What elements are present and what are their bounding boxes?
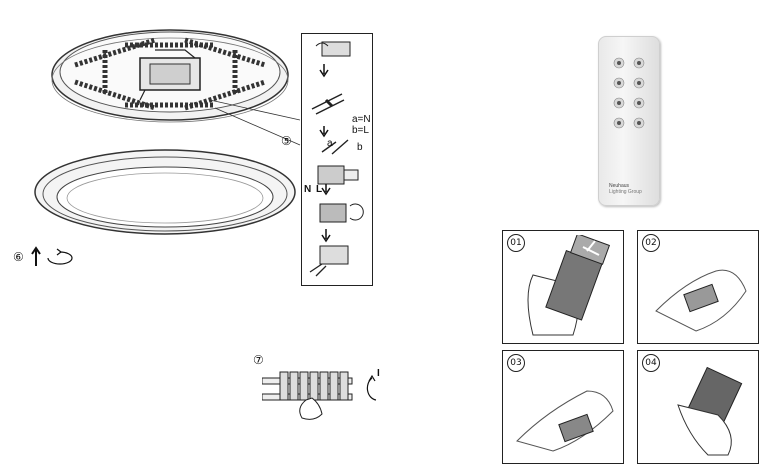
- wiring-sequence-illustration: [309, 41, 364, 277]
- wiring-label-l: L: [316, 184, 323, 195]
- battery-step-03: 03: [502, 350, 624, 464]
- remote-control: Neuhaus Lighting Group: [598, 36, 660, 206]
- circuit-breaker-illustration: [262, 371, 353, 420]
- fixture-diffuser-illustration: [34, 149, 296, 235]
- remote-back-hand-illustration: [527, 235, 611, 336]
- fixture-top-illustration: [51, 29, 289, 123]
- battery-cover-close-illustration: [516, 390, 614, 452]
- wiring-label-bl: b=L: [352, 125, 369, 136]
- wiring-label-n: N: [304, 184, 312, 195]
- battery-step-02: 02: [637, 230, 759, 344]
- remote-brand-sub: Lighting Group: [609, 189, 642, 195]
- step-7-label: ⑦: [253, 353, 264, 367]
- leader-lines: [209, 99, 301, 146]
- switch-on-label: I: [377, 368, 380, 379]
- remote-ready-hand-illustration: [677, 366, 743, 456]
- battery-insert-hand-illustration: [655, 269, 747, 332]
- wiring-steps-panel: a=N b=L a b N L: [301, 33, 373, 286]
- wiring-label-a: a: [327, 138, 333, 149]
- battery-step-04: 04: [637, 350, 759, 464]
- step-label: 01: [507, 234, 525, 252]
- battery-step-01: 01: [502, 230, 624, 344]
- up-rotate-arrow-icon: [31, 246, 73, 266]
- remote-brand: Neuhaus: [609, 183, 630, 189]
- step-5-label: ⑤: [281, 134, 292, 148]
- wiring-label-an: a=N: [352, 114, 371, 125]
- switch-on-arrow-icon: [366, 374, 377, 401]
- wiring-label-b: b: [357, 142, 363, 153]
- step-label: 02: [642, 234, 660, 252]
- step-6-label: ⑥: [13, 250, 24, 264]
- step-label: 04: [642, 354, 660, 372]
- remote-buttons: [613, 57, 645, 129]
- step-label: 03: [507, 354, 525, 372]
